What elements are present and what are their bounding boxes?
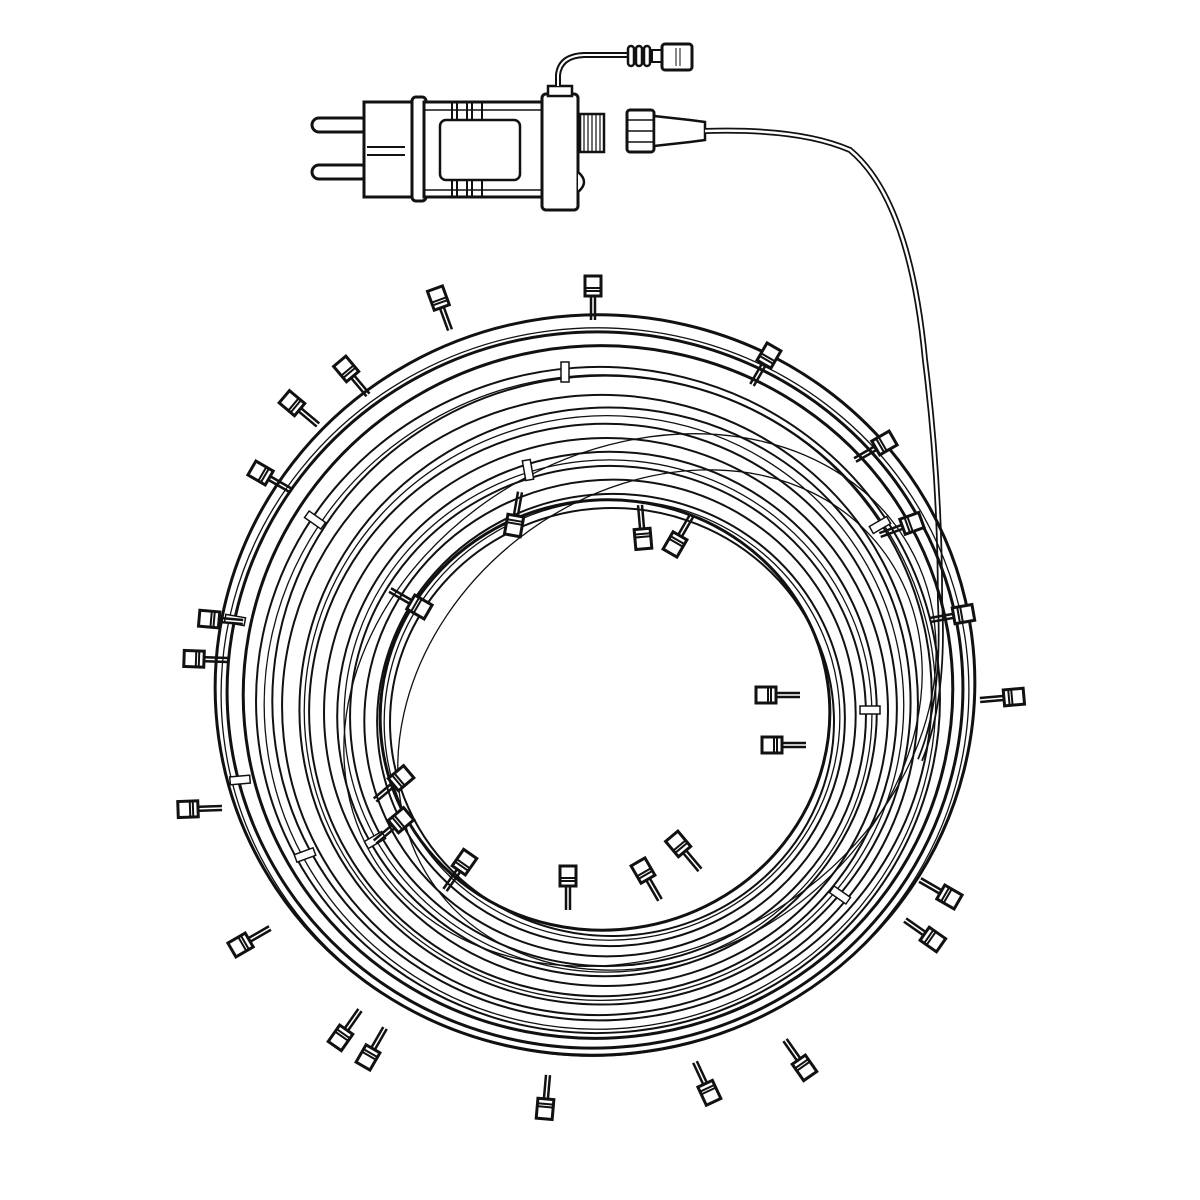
led-bulb bbox=[898, 911, 948, 954]
plug-prong-top bbox=[310, 116, 370, 134]
led-bulb bbox=[686, 1057, 723, 1107]
led-bulb bbox=[914, 871, 964, 911]
led-bulb bbox=[182, 648, 230, 670]
led-bulb bbox=[776, 1033, 819, 1083]
led-bulb bbox=[354, 1022, 394, 1072]
power-adapter bbox=[310, 52, 630, 212]
led-bulb bbox=[534, 1072, 558, 1122]
small-end-plug bbox=[626, 42, 694, 72]
adapter-label-area bbox=[438, 118, 522, 182]
coiled-wire bbox=[213, 313, 977, 1057]
screw-connector bbox=[625, 108, 707, 154]
lead-cable bbox=[704, 127, 944, 762]
led-bulb bbox=[326, 1003, 369, 1053]
led-bulb bbox=[332, 354, 376, 402]
led-bulb bbox=[425, 284, 460, 335]
led-bulb bbox=[664, 829, 708, 877]
led-bulb bbox=[277, 389, 325, 433]
led-bulb bbox=[760, 735, 808, 755]
led-bulb bbox=[176, 798, 224, 820]
led-bulb bbox=[754, 685, 802, 705]
led-bulb bbox=[226, 919, 276, 959]
led-bulb bbox=[558, 864, 578, 912]
plug-prong-bottom bbox=[310, 163, 370, 181]
led-bulb bbox=[927, 602, 977, 630]
led-bulb bbox=[629, 856, 669, 906]
led-bulb bbox=[977, 686, 1027, 710]
